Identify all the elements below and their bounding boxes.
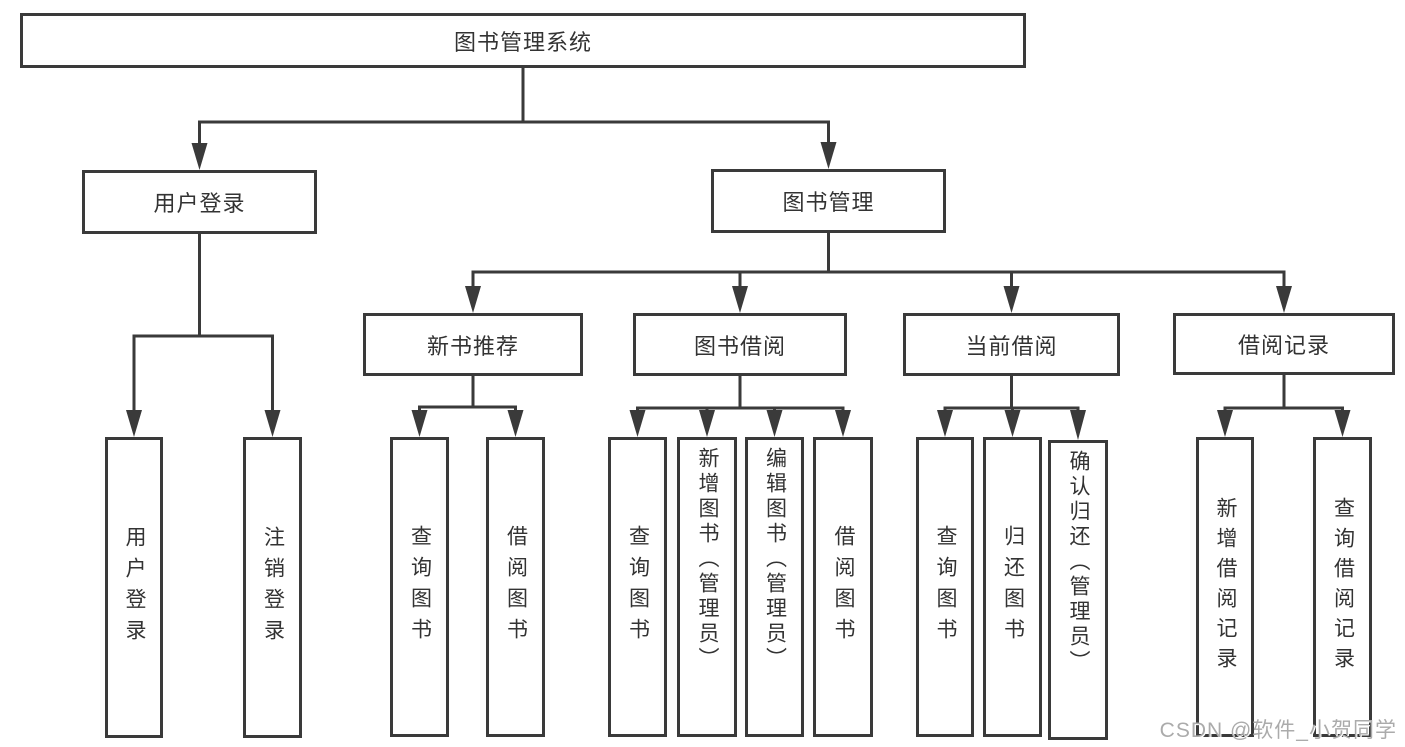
csdn-watermark: CSDN @软件_小贺同学: [1159, 719, 1397, 742]
leaf-edit-books-admin: 编辑图书（管理员）: [745, 437, 804, 737]
leaf-query-books-borrow: 查询图书: [608, 437, 667, 737]
leaf-borrow-books-newrec: 借阅图书: [486, 437, 545, 737]
leaf-user-login: 用户登录: [105, 437, 163, 738]
arrowheads: [126, 142, 1351, 440]
edge-records-to-leaves: [1223, 375, 1344, 412]
leaf-add-borrow-record: 新增借阅记录: [1196, 437, 1254, 737]
node-root-system: 图书管理系统: [20, 13, 1026, 68]
edge-user-login-to-leaves: [132, 234, 274, 411]
edge-new-book-to-leaves: [418, 376, 517, 412]
edge-root-to-level2: [198, 68, 830, 144]
node-borrowing-records: 借阅记录: [1173, 313, 1395, 375]
leaf-query-books-newrec: 查询图书: [390, 437, 449, 737]
leaf-return-books: 归还图书: [983, 437, 1042, 737]
node-current-borrowing: 当前借阅: [903, 313, 1120, 376]
leaf-borrow-books-borrow: 借阅图书: [813, 437, 873, 737]
edge-current-borrowing-to-leaves: [943, 376, 1080, 412]
leaf-confirm-return-admin: 确认归还（管理员）: [1048, 440, 1108, 740]
node-new-book-recommend: 新书推荐: [363, 313, 583, 376]
node-book-management: 图书管理: [711, 169, 946, 233]
node-user-login: 用户登录: [82, 170, 317, 234]
leaf-query-borrow-record: 查询借阅记录: [1313, 437, 1372, 737]
node-book-borrowing: 图书借阅: [633, 313, 847, 376]
leaf-logout-login: 注销登录: [243, 437, 302, 738]
leaf-query-books-current: 查询图书: [916, 437, 974, 737]
leaf-add-books-admin: 新增图书（管理员）: [677, 437, 737, 737]
edge-book-borrowing-to-leaves: [636, 376, 845, 412]
edge-book-management-to-level3: [471, 233, 1286, 287]
